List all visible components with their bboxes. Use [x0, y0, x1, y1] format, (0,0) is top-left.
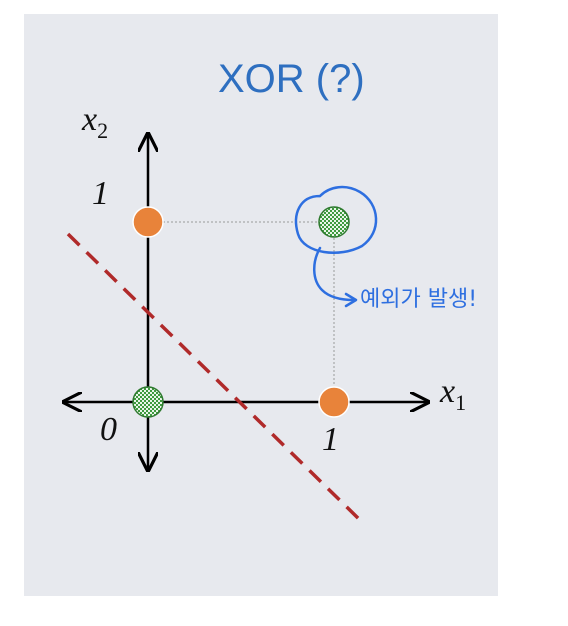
- point-0-0: [132, 386, 164, 418]
- point-1-1: [318, 206, 350, 238]
- x-axis-var: x: [439, 373, 455, 410]
- origin-tick: 0: [100, 411, 117, 448]
- x-axis-sub: 1: [455, 390, 466, 415]
- decision-boundary-line: [66, 232, 362, 522]
- y-tick-one: 1: [92, 175, 109, 212]
- point-1-0: [318, 386, 350, 418]
- x-tick-one: 1: [322, 421, 339, 458]
- y-axis-sub: 2: [97, 118, 108, 143]
- annotation-arrow-head: [344, 292, 358, 308]
- slide-panel: [24, 14, 498, 596]
- annotation-circle: [294, 185, 378, 254]
- point-0-1: [132, 206, 164, 238]
- x-axis-label: x1: [439, 373, 466, 415]
- points-layer: [132, 206, 350, 418]
- y-axis-var: x: [81, 101, 97, 138]
- annotation-text: 예외가 발생!: [360, 287, 477, 312]
- annotation-group: 예외가 발생!: [294, 185, 477, 312]
- title: XOR (?): [218, 57, 365, 101]
- y-axis-label: x2: [81, 101, 108, 143]
- annotation-arrow-line: [313, 246, 356, 302]
